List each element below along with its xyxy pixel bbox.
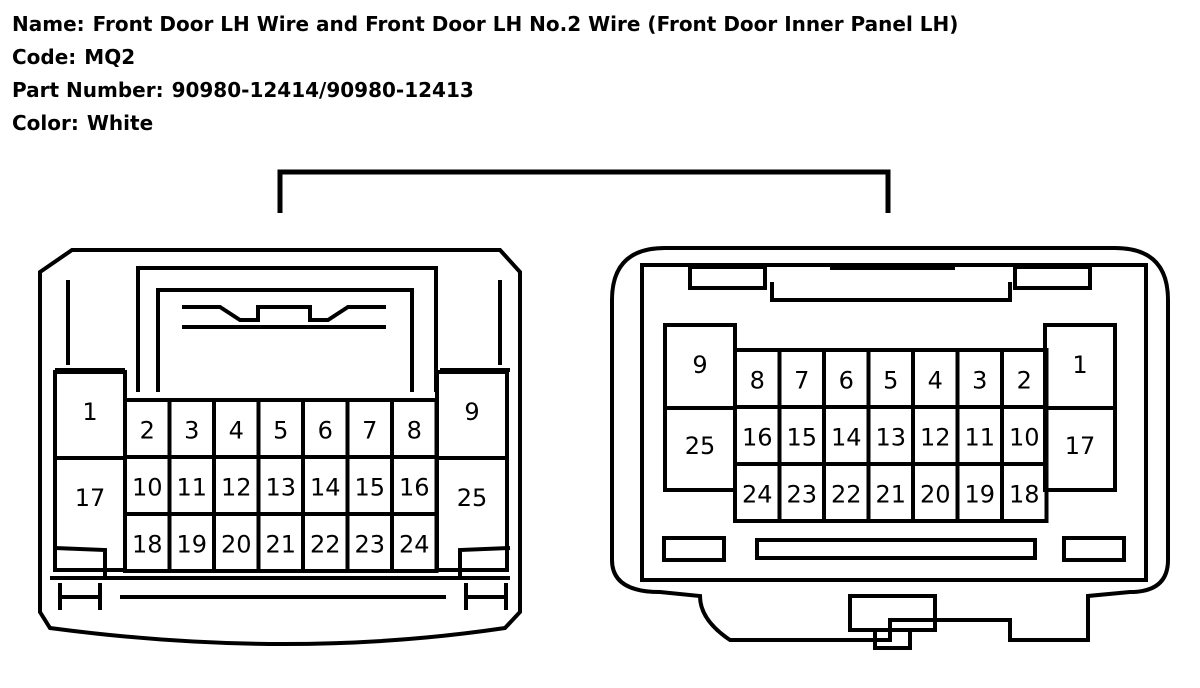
right-pin-8: 8: [750, 367, 765, 395]
right-pin-7: 7: [794, 367, 809, 395]
left-pin-11: 11: [176, 474, 207, 502]
left-pin-21: 21: [265, 531, 296, 559]
left-connector-body-inner: [55, 280, 510, 372]
left-pin-8: 8: [407, 417, 422, 445]
left-pin-6: 6: [318, 417, 333, 445]
part-number-line: Part Number: 90980-12414/90980-12413: [12, 74, 1192, 107]
right-pin-18: 18: [1009, 481, 1040, 509]
right-connector-outline: [610, 246, 1170, 642]
left-pin-10: 10: [132, 474, 163, 502]
right-pin-9: 9: [692, 351, 707, 379]
right-pin-5: 5: [883, 367, 898, 395]
left-pin-20: 20: [221, 531, 252, 559]
code-line: Code: MQ2: [12, 41, 1192, 74]
right-pin-1: 1: [1072, 351, 1087, 379]
right-connector: [610, 246, 1170, 650]
right-pin-4: 4: [928, 367, 943, 395]
left-pin-9: 9: [464, 398, 479, 426]
right-connector-top-slots: [688, 265, 1092, 302]
left-pin-13: 13: [265, 474, 296, 502]
part-number-label: Part Number:: [12, 78, 164, 102]
color-label: Color:: [12, 111, 79, 135]
right-pin-20: 20: [920, 481, 951, 509]
color-value: White: [86, 111, 154, 135]
left-pin-18: 18: [132, 531, 163, 559]
left-cavity-24: [390, 512, 439, 573]
right-pin-12: 12: [920, 424, 951, 452]
right-cavity-18: [1000, 462, 1049, 523]
right-pin-14: 14: [831, 424, 862, 452]
right-pin-2: 2: [1017, 367, 1032, 395]
left-pin-5: 5: [273, 417, 288, 445]
right-pin-19: 19: [964, 481, 995, 509]
left-pin-14: 14: [310, 474, 341, 502]
color-line: Color: White: [12, 107, 1192, 140]
left-connector-lock: [182, 305, 386, 329]
right-pin-23: 23: [786, 481, 817, 509]
right-pin-3: 3: [972, 367, 987, 395]
left-pin-19: 19: [176, 531, 207, 559]
code-value: MQ2: [84, 45, 136, 69]
part-number-value: 90980-12414/90980-12413: [171, 78, 474, 102]
code-label: Code:: [12, 45, 77, 69]
right-connector-inner-frame: [640, 263, 1148, 582]
left-pin-1: 1: [82, 398, 97, 426]
right-pin-21: 21: [875, 481, 906, 509]
right-pin-grid: 9 25 1 17 8 7 6 5 4 3 2 16 15 14 13 12 11 10 24 23 22 21 20 19 1…: [663, 323, 1117, 523]
right-pin-11: 11: [964, 424, 995, 452]
mating-bracket: [277, 169, 891, 213]
left-pin-3: 3: [184, 417, 199, 445]
right-pin-17: 17: [1065, 432, 1096, 460]
name-value: Front Door LH Wire and Front Door LH No.…: [92, 12, 959, 36]
left-cavity-17: [53, 456, 127, 572]
right-pin-10: 10: [1009, 424, 1040, 452]
right-connector-bottom-slots: [662, 536, 1126, 562]
left-connector-latch: [136, 266, 438, 392]
left-pin-25: 25: [457, 484, 488, 512]
left-connector: [38, 248, 522, 646]
name-line: Name: Front Door LH Wire and Front Door L…: [12, 8, 1192, 41]
left-connector-outline: [38, 248, 522, 646]
connector-info-header: Name: Front Door LH Wire and Front Door L…: [12, 8, 1192, 140]
right-connector-base-tab: [848, 594, 937, 650]
left-pin-24: 24: [399, 531, 430, 559]
left-pin-7: 7: [362, 417, 377, 445]
left-pin-4: 4: [229, 417, 244, 445]
left-pin-12: 12: [221, 474, 252, 502]
left-pin-22: 22: [310, 531, 341, 559]
left-connector-bottom-rail: [50, 546, 511, 610]
right-pin-6: 6: [839, 367, 854, 395]
left-cavity-25: [435, 456, 509, 572]
right-pin-13: 13: [875, 424, 906, 452]
right-pin-24: 24: [742, 481, 773, 509]
right-pin-25: 25: [685, 432, 716, 460]
left-pin-16: 16: [399, 474, 430, 502]
right-pin-15: 15: [786, 424, 817, 452]
left-pin-23: 23: [354, 531, 385, 559]
name-label: Name:: [12, 12, 85, 36]
right-pin-22: 22: [831, 481, 862, 509]
left-pin-2: 2: [140, 417, 155, 445]
left-pin-17: 17: [75, 484, 106, 512]
left-pin-15: 15: [354, 474, 385, 502]
right-pin-16: 16: [742, 424, 773, 452]
